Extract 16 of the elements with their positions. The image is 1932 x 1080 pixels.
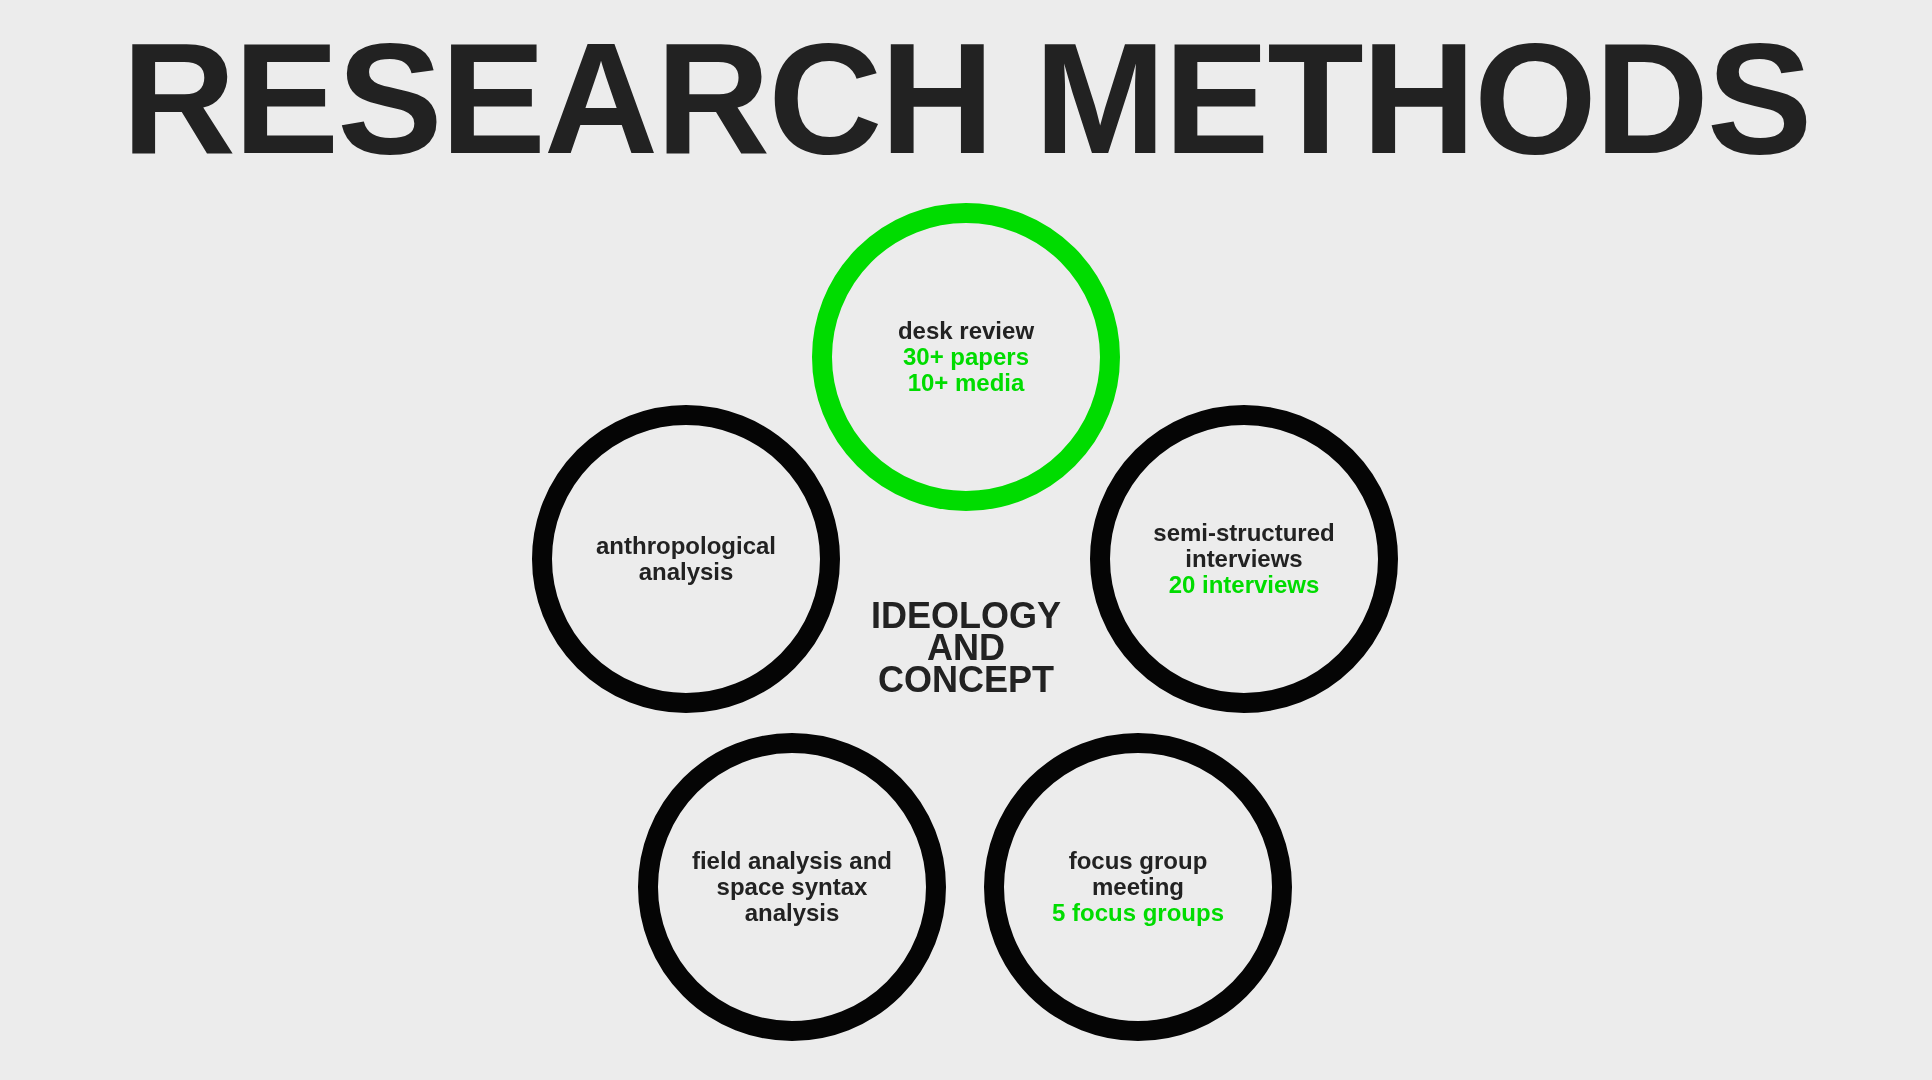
method-count: 5 focus groups [1052, 900, 1224, 926]
method-count: 20 interviews [1168, 572, 1320, 598]
method-label: field analysis and space syntax analysis [690, 848, 894, 926]
method-circle [812, 203, 1120, 511]
method-label: desk review [897, 318, 1035, 344]
method-count: 30+ papers [902, 344, 1030, 370]
page-title: RESEARCH METHODS [120, 18, 1812, 178]
method-circle [1090, 405, 1398, 713]
center-label: IDEOLOGY AND CONCEPT [870, 600, 1062, 696]
method-label: focus group meeting [1067, 848, 1209, 900]
method-circle [532, 405, 840, 713]
method-label: semi-structured interviews [1152, 520, 1336, 572]
method-count: 10+ media [907, 370, 1025, 396]
method-circle [638, 733, 946, 1041]
method-label: anthropological analysis [595, 533, 777, 585]
method-circle [984, 733, 1292, 1041]
